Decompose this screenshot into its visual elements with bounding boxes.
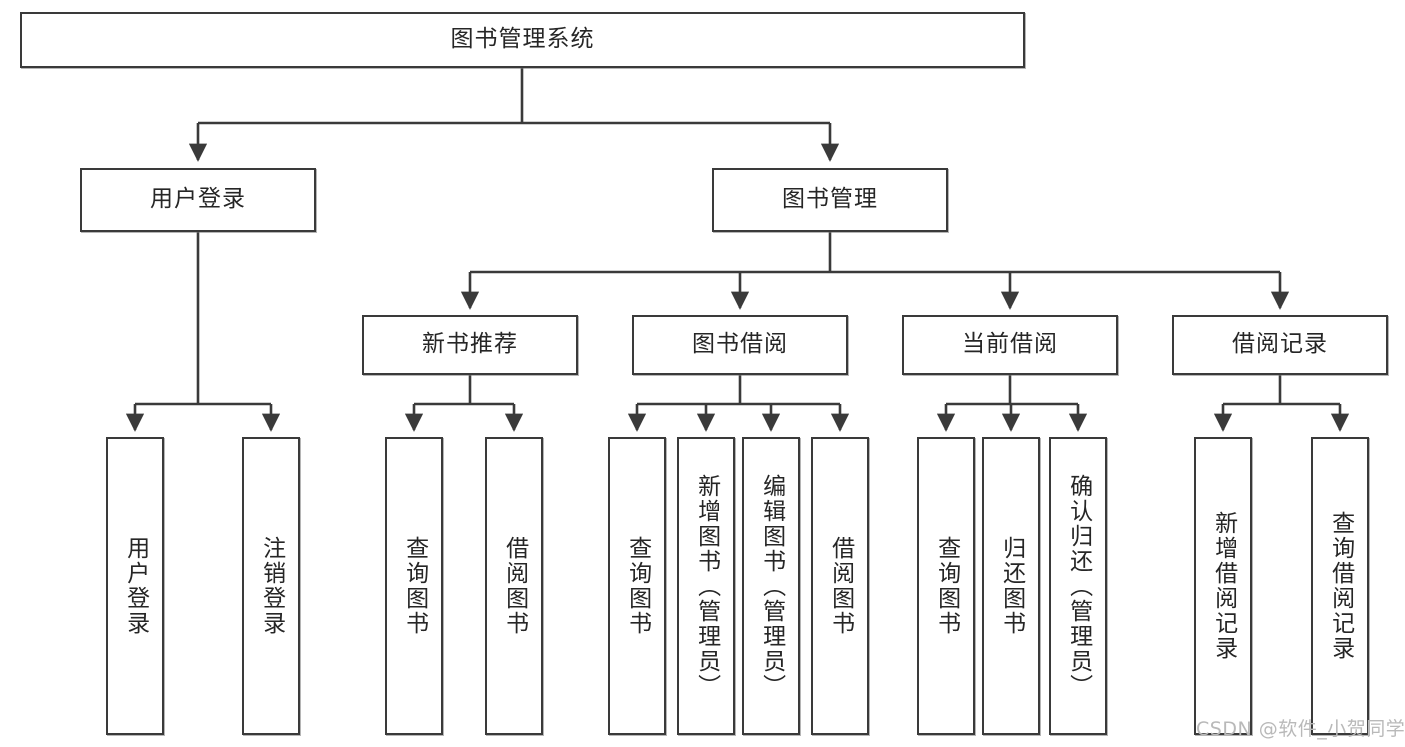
node-leaf-borrow-borrow-book[interactable]: 借阅图书 [811, 437, 869, 735]
node-book-management[interactable]: 图书管理 [712, 168, 948, 232]
node-borrow-record[interactable]: 借阅记录 [1172, 315, 1388, 375]
csdn-watermark: CSDN @软件_小贺同学 [1196, 718, 1405, 740]
node-label: 确认归还（管理员） [1065, 473, 1092, 699]
node-leaf-current-confirm-return-admin[interactable]: 确认归还（管理员） [1049, 437, 1107, 735]
node-book-borrow[interactable]: 图书借阅 [632, 315, 848, 375]
node-user-login[interactable]: 用户登录 [80, 168, 316, 232]
node-leaf-current-return-book[interactable]: 归还图书 [982, 437, 1040, 735]
node-label: 用户登录 [122, 536, 149, 636]
node-leaf-current-query-book[interactable]: 查询图书 [917, 437, 975, 735]
node-label: 图书借阅 [692, 331, 788, 358]
node-label: 查询图书 [933, 536, 960, 636]
node-label: 归还图书 [998, 536, 1025, 636]
node-label: 查询借阅记录 [1327, 511, 1354, 661]
node-leaf-record-query-borrow-record[interactable]: 查询借阅记录 [1311, 437, 1369, 735]
node-label: 借阅记录 [1232, 331, 1328, 358]
node-leaf-record-add-borrow-record[interactable]: 新增借阅记录 [1194, 437, 1252, 735]
node-label: 用户登录 [150, 186, 246, 213]
node-label: 借阅图书 [501, 536, 528, 636]
node-label: 图书管理系统 [450, 26, 595, 53]
node-leaf-newbook-borrow-book[interactable]: 借阅图书 [485, 437, 543, 735]
node-label: 新书推荐 [422, 331, 518, 358]
node-label: 查询图书 [624, 536, 651, 636]
node-leaf-user-login[interactable]: 用户登录 [106, 437, 164, 735]
node-label: 新增图书（管理员） [693, 473, 720, 699]
node-leaf-borrow-add-book-admin[interactable]: 新增图书（管理员） [677, 437, 735, 735]
node-leaf-newbook-query-book[interactable]: 查询图书 [385, 437, 443, 735]
node-leaf-borrow-query-book[interactable]: 查询图书 [608, 437, 666, 735]
node-label: 编辑图书（管理员） [758, 473, 785, 699]
node-current-borrow[interactable]: 当前借阅 [902, 315, 1118, 375]
node-new-book-recommend[interactable]: 新书推荐 [362, 315, 578, 375]
node-label: 查询图书 [401, 536, 428, 636]
node-label: 当前借阅 [962, 331, 1058, 358]
node-label: 图书管理 [782, 186, 878, 213]
node-leaf-user-logout[interactable]: 注销登录 [242, 437, 300, 735]
node-label: 新增借阅记录 [1210, 511, 1237, 661]
node-label: 注销登录 [258, 536, 285, 636]
node-leaf-borrow-edit-book-admin[interactable]: 编辑图书（管理员） [742, 437, 800, 735]
node-label: 借阅图书 [827, 536, 854, 636]
node-root-book-management-system[interactable]: 图书管理系统 [20, 12, 1025, 68]
